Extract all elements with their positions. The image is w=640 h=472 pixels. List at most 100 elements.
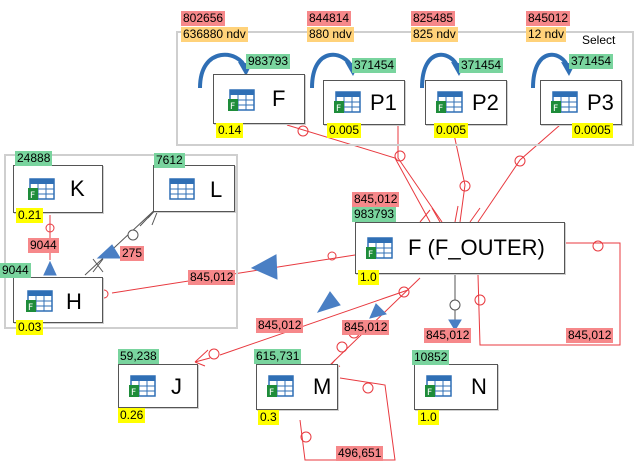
m-cardinality: 615,731	[254, 349, 302, 364]
edge-label-f-outer-self: 845,012	[566, 328, 614, 343]
node-title: F (F_OUTER)	[408, 235, 545, 260]
edge-label-f-outer-j: 845,012	[256, 318, 304, 333]
link-node-p1	[394, 150, 406, 162]
table-node-f[interactable]: F F	[213, 74, 305, 124]
table-node-l[interactable]: L	[153, 165, 235, 212]
link-m-self	[299, 377, 396, 461]
n-selectivity: 1.0	[418, 410, 439, 425]
table-icon: F	[28, 178, 55, 201]
node-title: L	[210, 177, 223, 202]
table-icon: F	[366, 237, 393, 260]
table-node-h[interactable]: F H	[13, 277, 103, 323]
f-cardinality: 983793	[246, 54, 291, 69]
j-cardinality: 59,238	[118, 349, 159, 364]
edge-label-m-self: 496,651	[336, 446, 384, 461]
p1-row-count: 844814	[307, 11, 352, 26]
p2-row-count: 825485	[411, 11, 456, 26]
k-selectivity: 0.21	[16, 208, 44, 223]
svg-text:F: F	[368, 250, 373, 260]
p1-ndv: 880 ndv	[307, 27, 354, 42]
svg-text:F: F	[553, 104, 558, 114]
node-title: P3	[587, 90, 614, 115]
arrow-l-h	[96, 244, 121, 259]
arrow-fouter-m	[369, 303, 387, 319]
arrow-h-fouter	[250, 254, 278, 280]
node-title: K	[70, 176, 85, 201]
table-node-f-outer[interactable]: F F (F_OUTER)	[355, 222, 565, 274]
arrow-fouter-j	[316, 291, 341, 313]
svg-text:F: F	[269, 388, 274, 398]
node-title: H	[66, 289, 82, 314]
svg-text:F: F	[230, 102, 235, 112]
node-title: P1	[370, 90, 397, 115]
p3-cardinality: 371454	[569, 54, 614, 69]
p3-row-count: 845012	[526, 11, 571, 26]
p2-selectivity: 0.005	[434, 123, 469, 138]
node-title: P2	[472, 90, 499, 115]
table-icon: F	[129, 375, 156, 398]
link-p3-fouter	[477, 124, 561, 223]
table-icon: F	[436, 91, 463, 114]
edge-label-l-h: 275	[120, 246, 145, 261]
f-selectivity: 0.14	[216, 123, 244, 138]
p1-cardinality: 371454	[352, 58, 397, 73]
f-outer-selectivity: 1.0	[358, 270, 379, 285]
m-selectivity: 0.3	[258, 410, 279, 425]
j-selectivity: 0.26	[118, 408, 146, 423]
table-icon: F	[26, 290, 53, 313]
edge-label-f-outer-m: 845,012	[342, 320, 390, 335]
table-icon: F	[551, 91, 578, 114]
link-node-p2	[459, 180, 471, 192]
l-cardinality: 7612	[154, 153, 185, 168]
svg-text:F: F	[438, 104, 443, 114]
k-cardinality: 24888	[15, 151, 53, 166]
arrow-fouter-n	[448, 319, 462, 331]
link-l-h	[84, 204, 161, 276]
arrow-k-h	[43, 260, 57, 276]
link-node-f	[297, 125, 309, 137]
edge-label-h-f-outer: 845,012	[188, 270, 236, 285]
table-node-n[interactable]: F N	[414, 364, 498, 410]
select-label: Select	[582, 33, 616, 47]
table-node-p3[interactable]: F P3	[540, 80, 622, 125]
table-node-j[interactable]: F J	[118, 364, 198, 408]
table-node-m[interactable]: F M	[256, 364, 338, 410]
table-node-p1[interactable]: F P1	[323, 80, 405, 125]
dimension-group-frame	[4, 154, 238, 329]
link-node-h2	[327, 251, 337, 261]
h-cardinality: 9044	[0, 263, 31, 278]
node-title: N	[471, 374, 487, 399]
p3-selectivity: 0.0005	[572, 123, 613, 138]
table-icon: F	[334, 91, 361, 114]
edge-label-f-outer-n: 845,012	[424, 328, 472, 343]
f-row-count: 802656	[181, 11, 226, 26]
svg-text:F: F	[131, 388, 136, 398]
table-node-k[interactable]: F K	[13, 165, 103, 213]
p3-ndv: 12 ndv	[526, 27, 567, 42]
table-icon: F	[267, 375, 294, 398]
f-outer-cardinality: 983793	[352, 207, 397, 222]
link-p1-fouter	[397, 125, 443, 223]
p2-ndv: 825 ndv	[411, 27, 458, 42]
f-outer-row-count: 845,012	[352, 192, 400, 207]
svg-text:F: F	[336, 104, 341, 114]
n-cardinality: 10852	[412, 350, 450, 365]
table-icon: F	[228, 89, 255, 112]
f-ndv: 636880 ndv	[181, 27, 248, 42]
node-title: M	[313, 374, 332, 399]
p1-selectivity: 0.005	[327, 123, 362, 138]
node-title: J	[171, 374, 182, 399]
edge-label-k-h: 9044	[28, 238, 59, 253]
link-node-p3	[514, 155, 526, 167]
svg-text:F: F	[427, 388, 432, 398]
table-icon	[169, 178, 195, 200]
filter-group-frame	[176, 31, 634, 146]
p2-cardinality: 371454	[459, 58, 504, 73]
table-icon: F	[425, 375, 452, 398]
link-fouter-j	[219, 289, 409, 356]
node-title: F	[272, 86, 286, 111]
h-selectivity: 0.03	[16, 320, 44, 335]
svg-text:F: F	[30, 191, 35, 201]
table-node-p2[interactable]: F P2	[425, 80, 507, 125]
svg-text:F: F	[28, 303, 33, 313]
